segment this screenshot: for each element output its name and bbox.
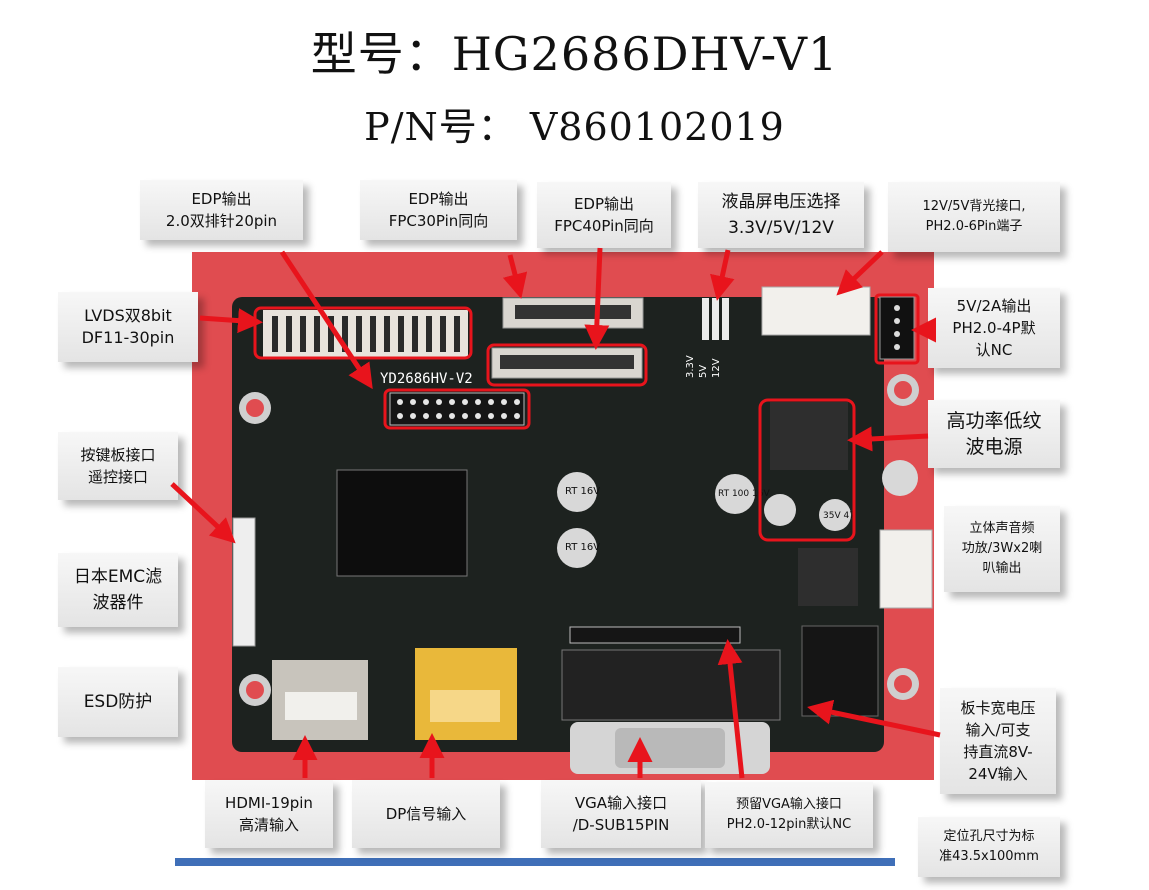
label-vga-reserved: 预留VGA输入接口 PH2.0-12pin默认NC bbox=[705, 782, 873, 848]
arrow bbox=[836, 250, 884, 296]
arrow bbox=[199, 308, 263, 334]
capacitor bbox=[819, 499, 851, 531]
board-silkscreen: YD2686HV-V2 bbox=[380, 371, 473, 387]
highlight-box bbox=[383, 388, 531, 430]
label-esd: ESD防护 bbox=[58, 667, 178, 737]
capacitor bbox=[557, 528, 597, 568]
label-lvds: LVDS双8bit DF11-30pin bbox=[58, 292, 198, 362]
main-ic bbox=[336, 469, 468, 577]
label-edp-fpc40: EDP输出 FPC40Pin同向 bbox=[537, 182, 671, 248]
label-lcd-voltage: 液晶屏电压选择 3.3V/5V/12V bbox=[698, 182, 864, 248]
label-dp: DP信号输入 bbox=[352, 780, 500, 848]
label-dc-input: 板卡宽电压 输入/可支 持直流8V- 24V输入 bbox=[940, 688, 1056, 794]
arrow bbox=[279, 250, 373, 390]
highlight-box bbox=[758, 398, 856, 542]
cap-label: RT 100 16V bbox=[718, 489, 770, 499]
label-hdmi: HDMI-19pin 高清输入 bbox=[205, 780, 333, 848]
voltage-mark: 3.3V bbox=[685, 355, 696, 378]
power-inductor bbox=[770, 402, 848, 470]
label-mount-holes: 定位孔尺寸为标 准43.5x100mm bbox=[918, 817, 1060, 877]
arrow bbox=[584, 247, 610, 350]
mount-hole bbox=[239, 392, 271, 424]
vga-reserved-header bbox=[569, 626, 741, 644]
arrow bbox=[717, 639, 745, 779]
part-number-title: P/N号： V860102019 bbox=[364, 105, 785, 149]
label-backlight: 12V/5V背光接口, PH2.0-6Pin端子 bbox=[888, 182, 1060, 252]
mount-hole bbox=[887, 668, 919, 700]
power-inductor bbox=[798, 548, 858, 606]
keypad-connector bbox=[232, 517, 256, 647]
voltage-mark: 5V bbox=[698, 365, 709, 378]
cap-label: RT 16V bbox=[565, 486, 600, 497]
label-audio: 立体声音频 功放/3Wx2喇 叭输出 bbox=[944, 506, 1060, 592]
label-5v2a-output: 5V/2A输出 PH2.0-4P默 认NC bbox=[928, 288, 1060, 368]
cap-label: 35V 47 bbox=[823, 511, 855, 521]
highlight-box bbox=[253, 306, 473, 360]
arrow bbox=[170, 482, 236, 544]
capacitor bbox=[557, 472, 597, 512]
label-emc: 日本EMC滤 波器件 bbox=[58, 553, 178, 627]
edp-20pin-header bbox=[389, 392, 525, 426]
cap-label: RT 16V bbox=[565, 542, 600, 553]
mount-hole bbox=[887, 374, 919, 406]
capacitor bbox=[882, 460, 918, 496]
capacitor bbox=[715, 474, 755, 514]
label-keypad: 按键板接口 遥控接口 bbox=[58, 432, 178, 500]
arrow bbox=[710, 249, 735, 301]
vga-port bbox=[561, 649, 781, 721]
highlight-box bbox=[874, 293, 920, 365]
mount-hole bbox=[239, 674, 271, 706]
capacitor bbox=[764, 494, 796, 526]
highlight-box bbox=[486, 343, 648, 387]
lvds-connector bbox=[263, 310, 468, 358]
bottom-blue-bar bbox=[175, 858, 895, 866]
arrow bbox=[502, 254, 528, 299]
arrow bbox=[807, 699, 941, 738]
label-power-supply: 高功率低纹 波电源 bbox=[928, 400, 1060, 468]
model-title: 型号：HG2686DHV-V1 bbox=[310, 27, 839, 81]
voltage-jumper bbox=[702, 298, 729, 340]
label-edp-fpc30: EDP输出 FPC30Pin同向 bbox=[360, 180, 517, 240]
label-vga: VGA输入接口 /D-SUB15PIN bbox=[541, 780, 701, 848]
arrow bbox=[847, 426, 929, 452]
audio-connector bbox=[879, 529, 933, 609]
voltage-mark: 12V bbox=[711, 358, 722, 378]
label-edp-20pin: EDP输出 2.0双排针20pin bbox=[140, 180, 303, 240]
